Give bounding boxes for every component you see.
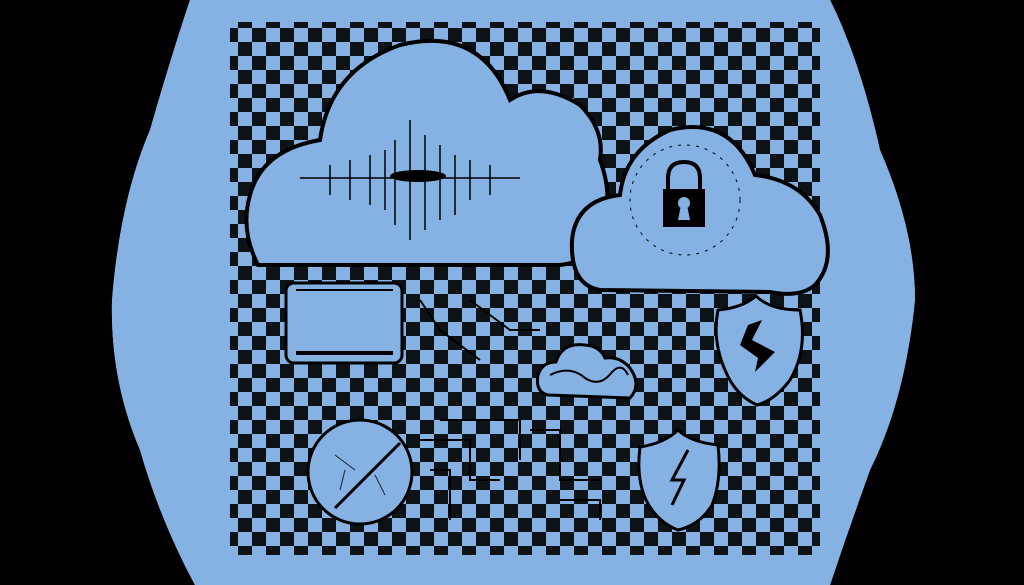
prohibited-icon <box>306 418 414 526</box>
small-cloud-icon <box>536 343 638 400</box>
lock-icon <box>663 159 705 227</box>
screen-icon <box>284 281 404 365</box>
shield-icon <box>714 293 804 407</box>
circuit-traces <box>419 299 601 520</box>
lock-cloud <box>569 125 830 296</box>
background-blob <box>111 0 915 585</box>
shield-lightning-icon <box>637 427 721 532</box>
